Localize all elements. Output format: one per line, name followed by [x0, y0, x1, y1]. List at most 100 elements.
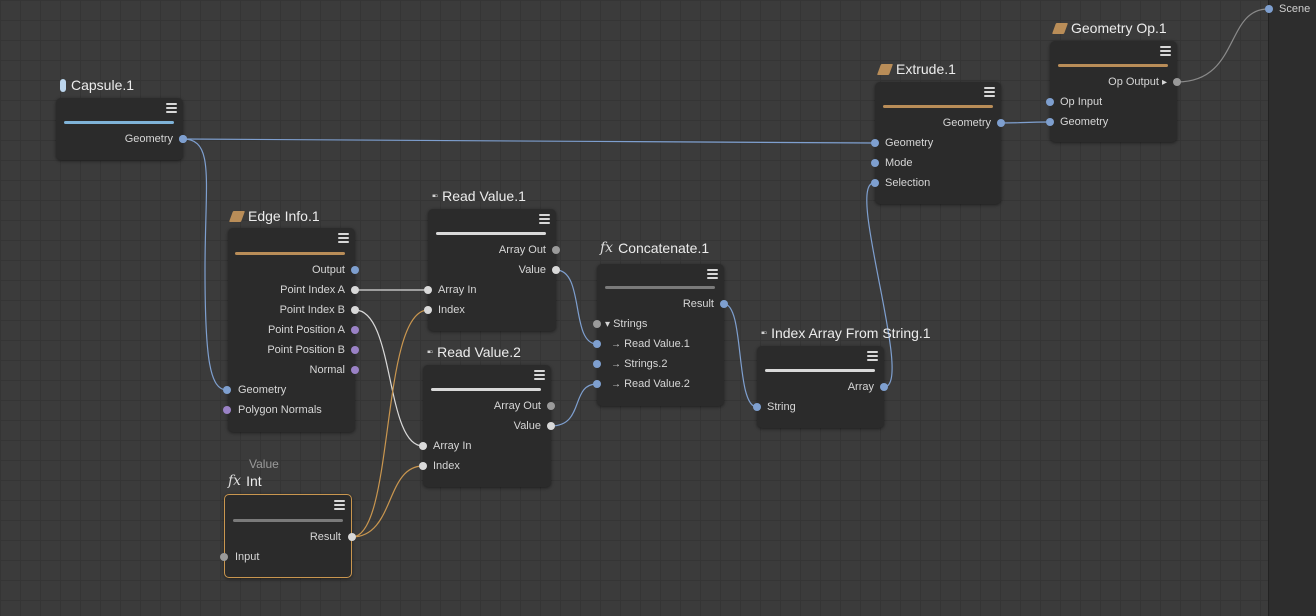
concatenate-out-result-port[interactable] [720, 300, 728, 308]
int-in-input-port[interactable] [220, 553, 228, 561]
indexarray-in-string-port[interactable] [753, 403, 761, 411]
hamburger-icon[interactable] [338, 233, 349, 244]
readvalue1-out-value-port[interactable] [552, 266, 560, 274]
indexarray-node[interactable]: Array String [757, 346, 884, 428]
readvalue1-node[interactable]: Array Out Value Array In Index [428, 209, 556, 331]
indexarray-title-label: Index Array From String.1 [771, 325, 931, 341]
scene-input-port[interactable] [1265, 5, 1273, 13]
hamburger-icon[interactable] [334, 500, 345, 511]
hamburger-icon[interactable] [539, 214, 550, 225]
readvalue1-in-index-port[interactable] [424, 306, 432, 314]
readvalue2-out-value-port[interactable] [547, 422, 555, 430]
concatenate-in-strings-group[interactable]: ▾ Strings [605, 318, 647, 331]
readvalue2-node-title[interactable]: ▪▫ Read Value.2 [427, 344, 521, 360]
geometryop-in-geometry-label: Geometry [1060, 116, 1109, 128]
readvalue2-in-array-port[interactable] [419, 442, 427, 450]
concatenate-out-result-label: Result [682, 298, 714, 310]
deformer-icon [876, 63, 894, 75]
extrude-in-mode-label: Mode [885, 157, 913, 169]
deformer-icon [228, 210, 246, 222]
readvalue2-color-bar [431, 388, 541, 391]
edgeinfo-out-output-port[interactable] [351, 266, 359, 274]
geometryop-in-geometry-port[interactable] [1046, 118, 1054, 126]
readvalue1-out-value-label: Value [518, 264, 546, 276]
output-arrow-icon: ▸ [1161, 77, 1167, 88]
hamburger-icon[interactable] [867, 351, 878, 362]
capsule-node-title[interactable]: Capsule.1 [60, 77, 134, 93]
capsule-icon [60, 78, 66, 92]
edgeinfo-out-point-position-b-port[interactable] [351, 346, 359, 354]
edgeinfo-out-point-position-a-label: Point Position A [267, 324, 345, 336]
wire-rv2-to-concat [550, 383, 598, 427]
collapse-triangle-icon[interactable]: ▾ [605, 319, 611, 330]
geometryop-node[interactable]: Op Output ▸ Op Input Geometry [1050, 41, 1177, 142]
capsule-color-bar [64, 121, 174, 124]
edgeinfo-out-point-index-a-port[interactable] [351, 286, 359, 294]
branch-arrow-icon: → [611, 379, 621, 390]
readvalue1-in-index-label: Index [438, 304, 465, 316]
edgeinfo-node-title[interactable]: Edge Info.1 [228, 208, 320, 224]
extrude-node-title[interactable]: Extrude.1 [876, 61, 956, 77]
hamburger-icon[interactable] [984, 87, 995, 98]
int-node-caption: Value [249, 457, 279, 471]
capsule-node[interactable]: Geometry [56, 98, 183, 160]
capsule-out-geometry-port-overlay[interactable] [179, 135, 187, 143]
concatenate-in-strings-2-port[interactable] [593, 360, 601, 368]
readvalue1-node-title[interactable]: ▪▫ Read Value.1 [432, 188, 526, 204]
edgeinfo-in-geometry-label: Geometry [238, 384, 287, 396]
wire-int-to-rv1 [351, 309, 429, 538]
concatenate-in-strings-port[interactable] [593, 320, 601, 328]
geometryop-in-op-input-port[interactable] [1046, 98, 1054, 106]
geometryop-out-op-output-label: Op Output ▸ [1108, 76, 1167, 89]
edgeinfo-out-normal-port[interactable] [351, 366, 359, 374]
readvalue1-in-array-label: Array In [438, 284, 477, 296]
readvalue2-title-label: Read Value.2 [437, 344, 521, 360]
edgeinfo-out-point-position-b-label: Point Position B [267, 344, 345, 356]
concatenate-node-title[interactable]: fx Concatenate.1 [600, 240, 709, 256]
readvalue1-in-array-port[interactable] [424, 286, 432, 294]
readvalue1-color-bar [436, 232, 546, 235]
readvalue1-out-array-port[interactable] [552, 246, 560, 254]
geometryop-node-title[interactable]: Geometry Op.1 [1051, 20, 1167, 36]
readvalue2-out-array-port[interactable] [547, 402, 555, 410]
extrude-in-mode-port[interactable] [871, 159, 879, 167]
edgeinfo-out-point-index-b-port[interactable] [351, 306, 359, 314]
edgeinfo-out-point-index-b-label: Point Index B [279, 304, 345, 316]
edgeinfo-out-point-position-a-port[interactable] [351, 326, 359, 334]
int-node-title[interactable]: fx Int [228, 473, 262, 489]
edgeinfo-in-polygon-normals-label: Polygon Normals [238, 404, 322, 416]
hamburger-icon[interactable] [534, 370, 545, 381]
edgeinfo-out-output-label: Output [311, 264, 345, 276]
wire-geomop-to-scene [1176, 8, 1269, 83]
readvalue2-node[interactable]: Array Out Value Array In Index [423, 365, 551, 487]
geometryop-out-op-output-port[interactable] [1173, 78, 1181, 86]
concatenate-node[interactable]: Result ▾ Strings → Read Value.1 → String… [597, 264, 724, 406]
edgeinfo-title-label: Edge Info.1 [248, 208, 320, 224]
int-color-bar [233, 519, 343, 522]
extrude-in-geometry-port[interactable] [871, 139, 879, 147]
readvalue2-out-array-label: Array Out [493, 400, 541, 412]
edgeinfo-in-geometry-port[interactable] [223, 386, 231, 394]
concatenate-in-read-value-1-port[interactable] [593, 340, 601, 348]
indexarray-color-bar [765, 369, 875, 372]
int-node[interactable]: Result Input [224, 494, 352, 578]
extrude-in-selection-port[interactable] [871, 179, 879, 187]
int-out-result-port[interactable] [348, 533, 356, 541]
readvalue2-out-value-label: Value [513, 420, 541, 432]
hamburger-icon[interactable] [166, 103, 177, 114]
concatenate-in-read-value-2-row: → Read Value.2 [611, 378, 690, 391]
extrude-out-geometry-port[interactable] [997, 119, 1005, 127]
extrude-node[interactable]: Geometry Geometry Mode Selection [875, 82, 1001, 204]
edgeinfo-in-polygon-normals-port[interactable] [223, 406, 231, 414]
concatenate-in-read-value-2-port[interactable] [593, 380, 601, 388]
hamburger-icon[interactable] [707, 269, 718, 280]
indexarray-out-array-port[interactable] [880, 383, 888, 391]
hamburger-icon[interactable] [1160, 46, 1171, 57]
indexarray-node-title[interactable]: ▪▫ Index Array From String.1 [761, 325, 931, 341]
edgeinfo-node[interactable]: Output Point Index A Point Index B Point… [228, 228, 355, 432]
geometryop-color-bar [1058, 64, 1168, 67]
scene-panel [1268, 0, 1316, 616]
capsule-title-label: Capsule.1 [71, 77, 135, 93]
readvalue2-in-index-port[interactable] [419, 462, 427, 470]
